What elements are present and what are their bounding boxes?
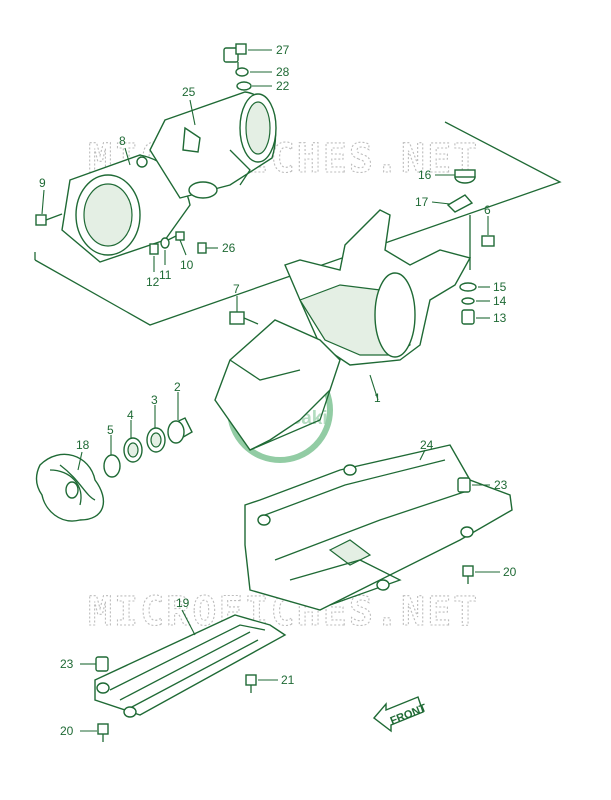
part-26-bolt bbox=[197, 242, 207, 254]
part-11-washer bbox=[160, 237, 170, 249]
callout-17: 17 bbox=[415, 195, 429, 209]
part-17-bracket bbox=[446, 194, 474, 213]
part-20-bolt-upper bbox=[462, 565, 474, 584]
part-12-nut bbox=[149, 243, 159, 255]
callout-13: 13 bbox=[493, 311, 507, 325]
part-13-bolt bbox=[461, 309, 475, 325]
callout-23-upper: 23 bbox=[494, 478, 508, 492]
callout-labels: 27 28 22 25 8 9 10 26 11 12 16 17 6 15 1… bbox=[39, 43, 517, 738]
callout-10: 10 bbox=[180, 258, 194, 272]
part-5-ring bbox=[103, 454, 121, 478]
front-arrow-icon: FRONT bbox=[372, 696, 429, 733]
callout-26: 26 bbox=[222, 241, 236, 255]
callout-27: 27 bbox=[276, 43, 290, 57]
callout-6: 6 bbox=[484, 203, 491, 217]
callout-4: 4 bbox=[127, 408, 134, 422]
part-4-bearing bbox=[123, 437, 143, 463]
part-3-bearing bbox=[146, 427, 166, 453]
callout-15: 15 bbox=[493, 280, 507, 294]
callout-1: 1 bbox=[374, 391, 381, 405]
callout-8: 8 bbox=[119, 134, 126, 148]
part-21-bolt bbox=[245, 674, 257, 693]
callout-24: 24 bbox=[420, 438, 434, 452]
callout-25: 25 bbox=[182, 85, 196, 99]
callout-28: 28 bbox=[276, 65, 290, 79]
callout-12: 12 bbox=[146, 275, 160, 289]
callout-21: 21 bbox=[281, 673, 295, 687]
callout-2: 2 bbox=[174, 380, 181, 394]
callout-9: 9 bbox=[39, 176, 46, 190]
callout-22: 22 bbox=[276, 79, 290, 93]
part-20-bolt-lower bbox=[97, 723, 109, 742]
part-18-impeller bbox=[35, 453, 105, 522]
part-15-grommet bbox=[459, 282, 477, 292]
part-25-pump-case bbox=[149, 91, 277, 199]
part-2-sleeve bbox=[167, 417, 193, 444]
leader-lines bbox=[41, 49, 500, 732]
callout-11: 11 bbox=[159, 268, 172, 282]
callout-20-lower: 20 bbox=[60, 724, 74, 738]
part-14-washer bbox=[461, 297, 475, 305]
part-22-washer bbox=[236, 81, 252, 91]
callout-3: 3 bbox=[151, 393, 158, 407]
part-27-elbow-fitting bbox=[223, 43, 247, 70]
callout-19: 19 bbox=[176, 596, 190, 610]
callout-7: 7 bbox=[233, 282, 240, 296]
part-9-bolt bbox=[35, 213, 63, 226]
part-23-bolt-lower bbox=[95, 656, 109, 672]
callout-5: 5 bbox=[107, 423, 114, 437]
part-24-ride-plate bbox=[244, 444, 513, 611]
part-1-pump-bracket bbox=[214, 209, 472, 451]
part-6-fitting bbox=[469, 215, 495, 270]
part-28-nut bbox=[235, 67, 249, 77]
part-19-intake-grate bbox=[94, 614, 287, 718]
callout-18: 18 bbox=[76, 438, 90, 452]
part-7-fitting bbox=[229, 311, 259, 325]
callout-23-lower: 23 bbox=[60, 657, 74, 671]
part-16-cap bbox=[454, 169, 476, 184]
callout-14: 14 bbox=[493, 294, 507, 308]
part-23-bolt-upper bbox=[457, 477, 471, 493]
callout-20-upper: 20 bbox=[503, 565, 517, 579]
callout-16: 16 bbox=[418, 168, 432, 182]
